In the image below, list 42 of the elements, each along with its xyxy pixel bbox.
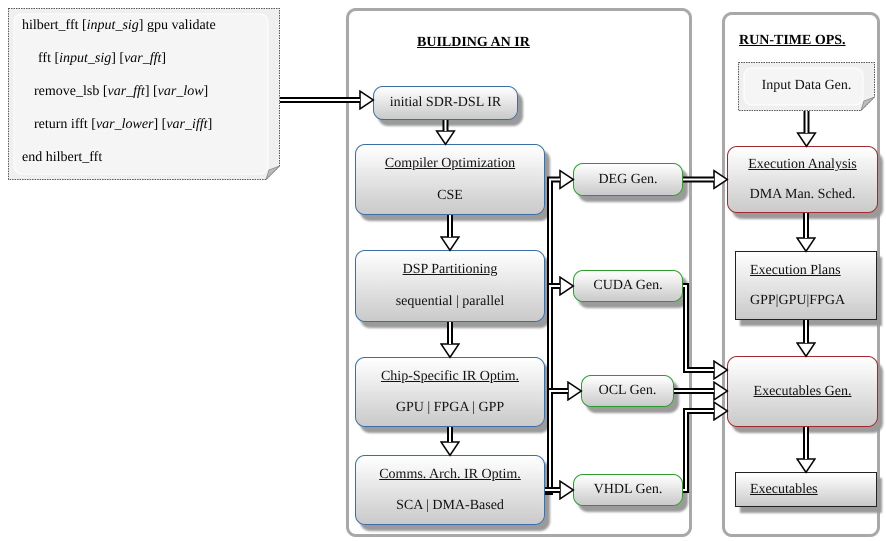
process-box (573, 270, 683, 302)
box-detail: GPP|GPU|FPGA (750, 293, 846, 308)
box-title: CUDA Gen. (593, 278, 663, 294)
code-line: remove_lsb [var_fft] [var_low] (34, 84, 208, 100)
box-title: OCL Gen. (598, 383, 656, 399)
process-box (735, 472, 877, 507)
code-line: hilbert_fft [input_sig] gpu validate (22, 18, 216, 34)
box-title: initial SDR-DSL IR (390, 95, 502, 111)
box-title: Comms. Arch. IR Optim. (379, 466, 521, 482)
box-title: Executables (750, 482, 818, 498)
box-detail: DMA Man. Sched. (750, 186, 856, 202)
process-box (727, 356, 878, 427)
process-box (355, 250, 545, 322)
box-title: Compiler Optimization (384, 156, 516, 172)
box-title: Execution Analysis (748, 157, 857, 172)
process-box (735, 251, 877, 320)
panel-title: BUILDING AN IR (417, 35, 530, 51)
code-line: return ifft [var_lower] [var_ifft] (34, 117, 212, 133)
box-title: Chip-Specific IR Optim. (380, 368, 520, 384)
group-panel (346, 8, 692, 537)
process-box (727, 146, 878, 213)
node-label: Input Data Gen. (760, 78, 852, 93)
panel-title: RUN-TIME OPS. (739, 33, 846, 49)
box-title: Execution Plans (750, 262, 841, 278)
process-box (355, 357, 545, 427)
box-detail: SCA | DMA-Based (396, 498, 504, 514)
box-title: DSP Partitioning (402, 262, 498, 278)
process-box (355, 144, 545, 215)
process-box (373, 86, 518, 120)
code-line: end hilbert_fft (22, 150, 102, 166)
box-detail: CSE (437, 188, 463, 203)
process-box (573, 163, 683, 196)
group-panel (722, 12, 880, 537)
box-title: Executables Gen. (754, 384, 852, 400)
box-title: DEG Gen. (598, 172, 658, 188)
code-line: fft [input_sig] [var_fft] (38, 51, 166, 67)
process-box (355, 455, 545, 525)
box-detail: sequential | parallel (396, 294, 504, 310)
process-box (581, 375, 674, 407)
process-box (573, 474, 683, 506)
box-detail: GPU | FPGA | GPP (396, 400, 504, 416)
box-title: VHDL Gen. (594, 482, 662, 498)
